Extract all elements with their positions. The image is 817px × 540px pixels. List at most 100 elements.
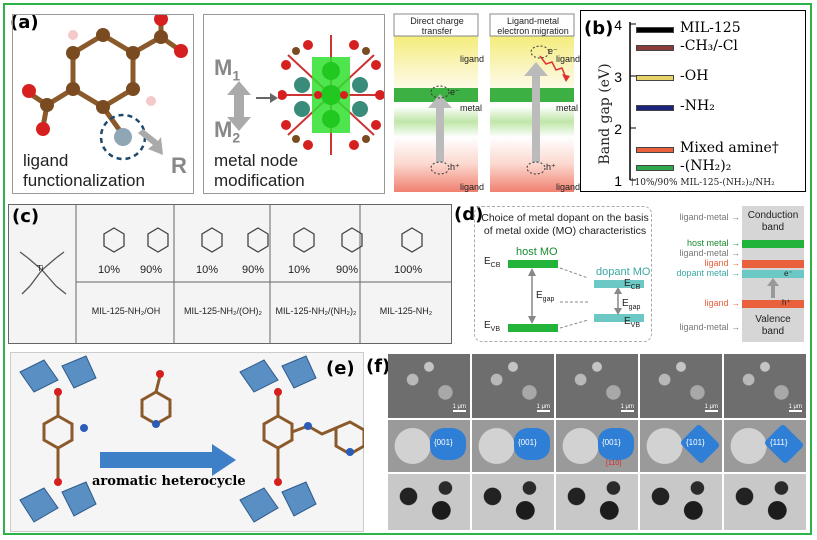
conduction-band-label: Conduction band [747,210,799,233]
host-mo-label: host MO [516,246,558,258]
micrograph-cell [388,474,470,530]
scale-bar-label: 1 μm [620,404,634,412]
d-band-label: ligand → [704,298,740,308]
ligand-functionalization-label: ligand functionalization [23,151,145,190]
band-hole: h⁺ [782,298,791,307]
table-grid [19,204,452,344]
panel-c: (c) Ti 10%90%10%90%10%90%100% MIL-125-NH… [8,200,452,346]
charge-transfer-diagrams [393,13,575,192]
crystal-model [430,428,466,460]
b-axis: 4 3 2 1 [614,17,636,189]
micrograph-cell: 1 μm [556,354,638,418]
micrograph-cell [556,474,638,530]
c-molecule [147,227,169,253]
micrograph-cell: {111} [724,420,806,472]
scale-bar-label: 1 μm [452,404,466,412]
micrograph-cell [724,474,806,530]
facet-label: {101} [686,438,705,447]
aromatic-heterocycle-label: aromatic heterocycle [92,474,246,489]
b-legend-label: Mixed amine† [680,140,779,156]
scale-bar-label: 1 μm [704,404,718,412]
dopant-title: Choice of metal dopant on the basis of m… [481,212,649,237]
electron-left: e⁻ [450,87,460,97]
ligand-metal-migration-title: Ligand-metal electron migration [497,16,569,36]
evb-left: EVB [484,320,500,333]
b-legend-swatch [636,105,674,111]
egap-left-sub: gap [542,296,555,303]
mof-linker-diagram [19,355,364,523]
facet-direction-label: [110] [606,460,622,467]
table-box [8,204,452,344]
c-molecule [103,227,125,253]
micrograph-cell: {001} [110] [556,420,638,472]
panel-d: (d) Choice of metal dopant on the basis … [454,200,810,346]
b-legend-swatch [636,147,674,153]
egap-right: Egap [622,298,640,311]
c-compound-name: MIL-125-NH₂/OH [91,306,161,316]
r-label: R [171,153,187,178]
figure-frame [3,3,812,535]
hole-right: h⁺ [546,162,556,172]
ligand-bottom-left: ligand [460,182,485,192]
ecb-left: ECB [484,256,500,269]
svg-text:1: 1 [614,173,622,189]
b-legend-swatch [636,165,674,171]
dopant-diagram [508,260,644,332]
c-compound-name: MIL-125-NH₂/(NH₂)₂ [275,306,357,316]
electron-right: e⁻ [548,46,558,56]
egap-right-e: E [622,298,629,309]
panel-f-tag: (f) [366,356,391,377]
ligand-top-right: ligand [556,54,581,64]
c-percentage: 10% [288,264,311,276]
d-band-label: host metal → [686,238,740,248]
ligand-molecule [22,15,188,161]
ligand-box: R ligand functionalization [12,14,194,194]
ligand-bottom-right: ligand [556,182,581,192]
c-percentage: 90% [140,264,163,276]
panel-a: (a) [8,8,580,196]
egap-left: Egap [536,290,554,303]
metal-node-modification-label: metal node modification [214,151,305,190]
scale-bar-label: 1 μm [788,404,802,412]
scale-bar-label: 1 μm [536,404,550,412]
mof-cluster [278,35,384,155]
d-band-label: ligand-metal → [679,322,740,332]
b-legend-swatch [636,75,674,81]
b-footnote: †10%/90% MIL-125-(NH₂)₂/NH₂ [630,178,775,188]
m1-label: M1 [214,55,241,84]
c-percentage: 10% [98,264,121,276]
b-legend-swatch [636,45,674,51]
c-molecule [341,227,363,253]
d-band-label: ligand → [704,258,740,268]
d-band-label: dopant metal → [676,268,740,278]
ecb-right: ECB [624,278,640,291]
c-molecule [201,227,223,253]
c-percentage: 100% [394,264,423,276]
dopant-box [474,206,652,342]
ecb-right-sub: CB [630,284,641,291]
metal-left: metal [460,103,483,113]
micrograph-cell: {101} [640,420,722,472]
ecb-left-e: E [484,256,491,267]
b-legend-label: MIL-125 [680,20,741,36]
evb-right-sub: VB [630,322,641,329]
panel-b: (b) Band gap (eV) 4 3 2 1 MIL-125-CH₃/-C… [578,8,808,194]
right-arrow-icon [256,93,278,103]
micrograph-cell: 1 μm [724,354,806,418]
m2-label: M2 [214,117,241,146]
b-legend-swatch [636,27,674,33]
metal-right: metal [556,103,579,113]
hole-left: h⁺ [450,162,460,172]
panel-e-tag: (e) [326,358,355,379]
evb-left-sub: VB [490,326,501,333]
evb-left-e: E [484,320,491,331]
svg-text:4: 4 [614,17,622,33]
micrograph-cell [640,474,722,530]
facet-label: {001} [602,438,621,447]
b-legend-label: -NH₂ [680,98,715,114]
facet-label: {111} [770,438,788,447]
egap-right-sub: gap [628,304,641,311]
panel-a-tag: (a) [10,12,39,33]
micrograph-cell: 1 μm [472,354,554,418]
